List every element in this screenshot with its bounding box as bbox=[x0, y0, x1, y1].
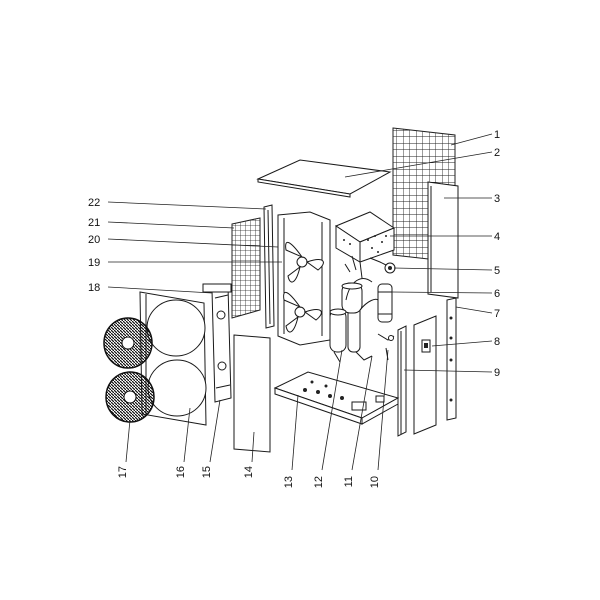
callout-8: 8 bbox=[494, 336, 500, 348]
right-corner-post bbox=[446, 297, 457, 421]
receiver-tank bbox=[377, 283, 393, 323]
callout-11: 11 bbox=[343, 476, 355, 487]
callout-12: 12 bbox=[313, 476, 325, 488]
side-column bbox=[397, 325, 407, 437]
fan-bracket bbox=[277, 211, 331, 346]
leader-lines bbox=[107, 133, 493, 471]
pipe-fitting bbox=[377, 333, 395, 361]
callout-15: 15 bbox=[201, 466, 213, 478]
fan-guard-upper bbox=[103, 317, 153, 369]
callout-16: 16 bbox=[175, 466, 187, 478]
base-tray bbox=[273, 371, 400, 425]
callout-21: 21 bbox=[88, 217, 100, 229]
valve-component bbox=[369, 257, 396, 274]
callout-6: 6 bbox=[494, 288, 500, 300]
fan-blade-lower bbox=[283, 291, 322, 333]
callout-20: 20 bbox=[88, 234, 100, 246]
callout-9: 9 bbox=[494, 367, 500, 379]
callout-14: 14 bbox=[243, 466, 255, 478]
callout-10: 10 bbox=[369, 476, 381, 488]
front-service-panel bbox=[233, 334, 271, 453]
callout-19: 19 bbox=[88, 257, 100, 269]
callout-labels: 1 2 3 4 5 6 7 8 9 10 11 12 13 14 15 16 1… bbox=[88, 129, 500, 488]
callout-18: 18 bbox=[88, 282, 100, 294]
callout-17: 17 bbox=[117, 466, 129, 478]
callout-3: 3 bbox=[494, 193, 500, 205]
compressor-assembly bbox=[329, 255, 379, 363]
fan-guard-lower bbox=[105, 371, 155, 423]
callout-5: 5 bbox=[494, 265, 500, 277]
fan-blade-upper bbox=[285, 241, 324, 283]
callout-7: 7 bbox=[494, 308, 500, 320]
electrical-control-box bbox=[334, 211, 396, 263]
top-cover-panel bbox=[256, 159, 392, 198]
left-mesh-grille bbox=[231, 217, 261, 319]
front-right-panel bbox=[413, 315, 437, 435]
rear-side-panel bbox=[427, 181, 459, 299]
callout-13: 13 bbox=[283, 476, 295, 488]
callout-1: 1 bbox=[494, 129, 500, 141]
vertical-rail bbox=[263, 204, 275, 329]
center-pillar bbox=[202, 283, 232, 403]
callout-2: 2 bbox=[494, 147, 500, 159]
callout-22: 22 bbox=[88, 197, 100, 209]
callout-4: 4 bbox=[494, 231, 500, 243]
